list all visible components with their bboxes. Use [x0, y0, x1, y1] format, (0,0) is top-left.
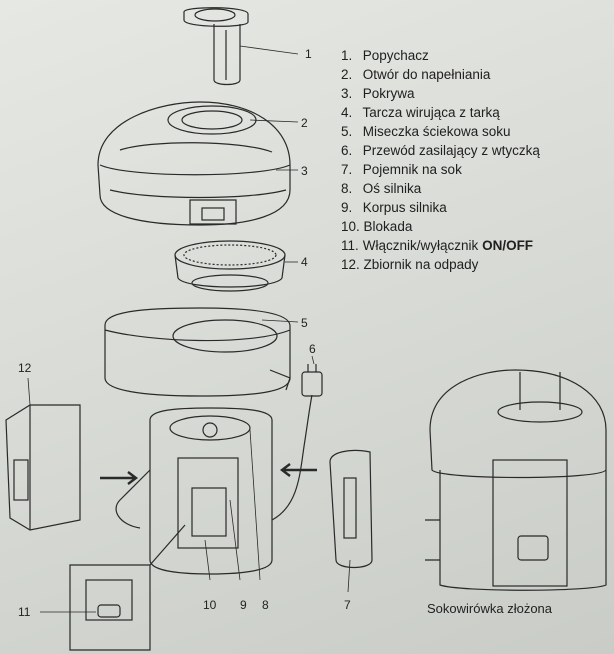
callout-5: 5 — [301, 316, 308, 330]
legend-item: 8. Oś silnika — [341, 181, 422, 196]
callout-11: 11 — [18, 605, 31, 619]
parts-legend: 1. Popychacz 2. Otwór do napełniania 3. … — [341, 46, 540, 274]
legend-item: 11. Włącznik/wyłącznik ON/OFF — [341, 238, 534, 253]
assembled-caption: Sokowirówka złożona — [427, 601, 553, 616]
legend-item: 5. Miseczka ściekowa soku — [341, 124, 511, 139]
callout-9: 9 — [240, 598, 247, 612]
juice-jug-drawing — [329, 449, 373, 569]
callout-1: 1 — [305, 47, 312, 61]
callout-7: 7 — [344, 598, 351, 612]
motor-body-drawing — [100, 407, 317, 575]
callout-10: 10 — [203, 598, 217, 612]
power-cord-drawing — [271, 364, 323, 521]
legend-item: 2. Otwór do napełniania — [341, 67, 491, 82]
legend-item: 7. Pojemnik na sok — [341, 162, 462, 177]
assembled-juicer-drawing — [425, 369, 607, 591]
callout-2: 2 — [301, 116, 308, 130]
switch-detail-drawing — [69, 524, 186, 651]
legend-item: 12. Zbiornik na odpady — [341, 257, 479, 272]
legend-item: 3. Pokrywa — [341, 86, 415, 101]
legend-item: 10. Blokada — [341, 219, 413, 234]
waste-container-drawing — [5, 404, 81, 531]
legend-item: 6. Przewód zasilający z wtyczką — [341, 143, 540, 158]
legend-item: 1. Popychacz — [341, 48, 429, 63]
callout-6: 6 — [309, 342, 316, 356]
legend-item: 9. Korpus silnika — [341, 200, 447, 215]
callout-3: 3 — [301, 164, 308, 178]
callout-4: 4 — [301, 255, 308, 269]
callout-8: 8 — [262, 598, 269, 612]
pusher-drawing — [183, 7, 249, 86]
callout-12: 12 — [18, 361, 32, 375]
drip-bowl-drawing — [104, 307, 291, 397]
cover-drawing — [97, 101, 291, 226]
legend-item: 4. Tarcza wirująca z tarką — [341, 105, 500, 120]
leader-lines — [27, 45, 351, 613]
grater-disc-drawing — [174, 240, 286, 292]
